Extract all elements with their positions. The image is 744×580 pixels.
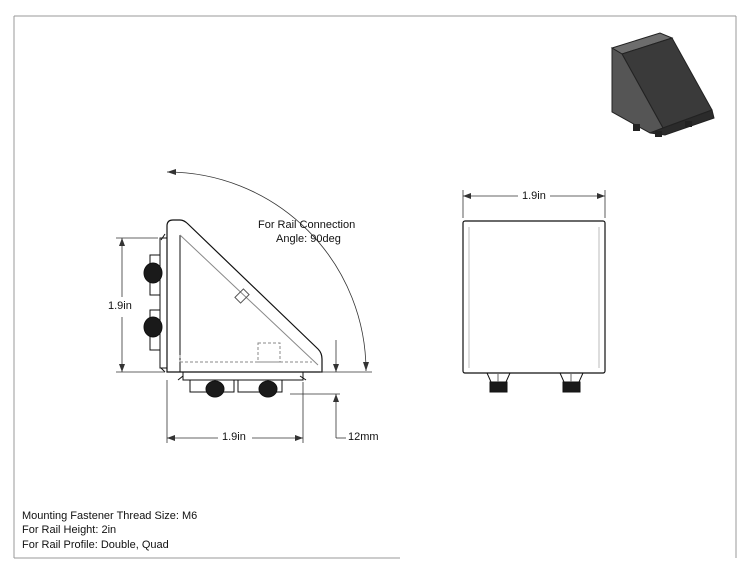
angle-arc <box>166 169 369 372</box>
note-thread-size: Mounting Fastener Thread Size: M6 <box>22 510 198 522</box>
sheet-border <box>13 15 737 559</box>
isometric-render <box>610 32 715 137</box>
dim-bottom-width <box>166 380 304 443</box>
rail-angle-label: Angle: 90deg <box>276 233 341 245</box>
dim-nut-depth <box>290 340 372 439</box>
note-rail-profile: For Rail Profile: Double, Quad <box>22 539 169 551</box>
side-view <box>143 219 323 398</box>
note-rail-height: For Rail Height: 2in <box>22 524 117 536</box>
dim-left-height <box>116 237 165 373</box>
dim-nut-depth-label: 12mm <box>348 431 379 443</box>
dim-right-width-label: 1.9in <box>522 190 546 202</box>
dim-right-width <box>462 190 606 218</box>
rail-connection-label: For Rail Connection <box>258 219 356 231</box>
front-view <box>462 220 606 393</box>
dim-bottom-width-label: 1.9in <box>222 431 246 443</box>
dim-left-height-label: 1.9in <box>108 300 132 312</box>
